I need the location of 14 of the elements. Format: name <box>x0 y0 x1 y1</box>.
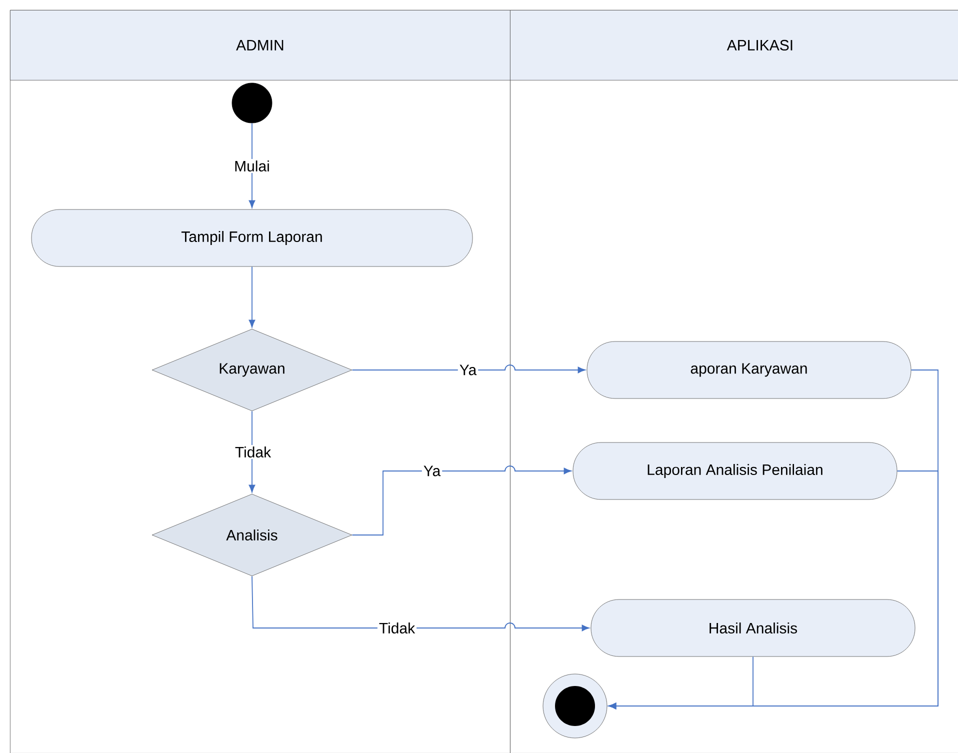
arrow <box>608 656 754 710</box>
arrow <box>352 364 586 374</box>
arrow <box>252 576 590 632</box>
activity-box: Hasil Analisis <box>590 599 916 657</box>
arrow <box>248 266 256 328</box>
end-node <box>542 674 608 738</box>
start-node <box>232 82 272 124</box>
edge-label: Tidak <box>233 445 273 459</box>
arrow <box>352 466 572 536</box>
activity-box: aporan Karyawan <box>586 341 912 399</box>
activity-box: Tampil Form Laporan <box>31 209 473 267</box>
activity-box: Laporan Analisis Penilaian <box>572 442 898 500</box>
edge-label: Mulai <box>232 159 272 173</box>
edge-label: Tidak <box>377 621 417 635</box>
